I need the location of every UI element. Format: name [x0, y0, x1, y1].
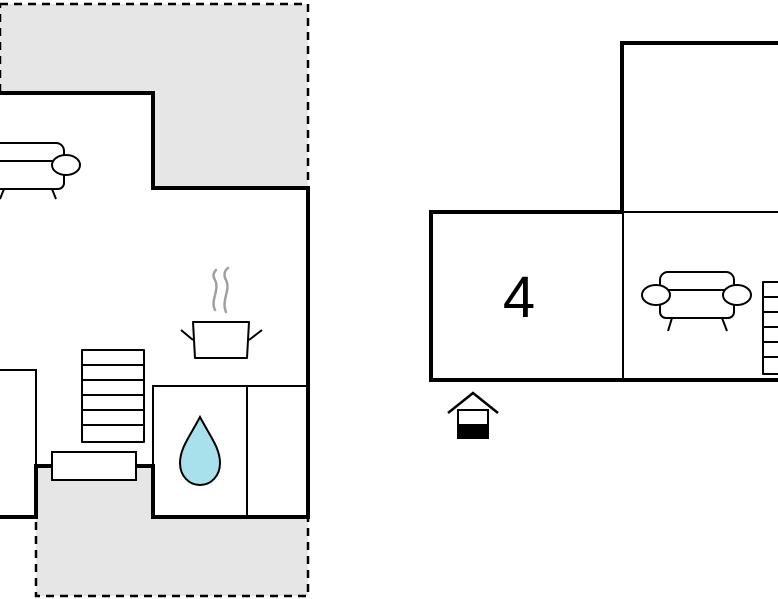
- water-drop-icon: [178, 414, 222, 487]
- left-room-wall: [0, 369, 37, 466]
- stairs-icon: [81, 349, 145, 443]
- room-4: [431, 212, 623, 380]
- room-number: 4: [503, 265, 535, 330]
- right-floor-plan: 4: [429, 41, 778, 439]
- cooking-pot-icon: [180, 266, 263, 359]
- left-floor-plan: [0, 2, 310, 598]
- entrance-door: [51, 451, 137, 481]
- sofa-icon: [0, 142, 81, 200]
- entrance-icon: [447, 391, 499, 439]
- outer-wall: [0, 91, 310, 519]
- stairs-icon: [762, 281, 778, 375]
- outer-wall-right: [429, 41, 778, 382]
- bathroom-wall: [152, 385, 308, 466]
- main-room: [0, 93, 308, 517]
- sofa-icon: [641, 271, 752, 332]
